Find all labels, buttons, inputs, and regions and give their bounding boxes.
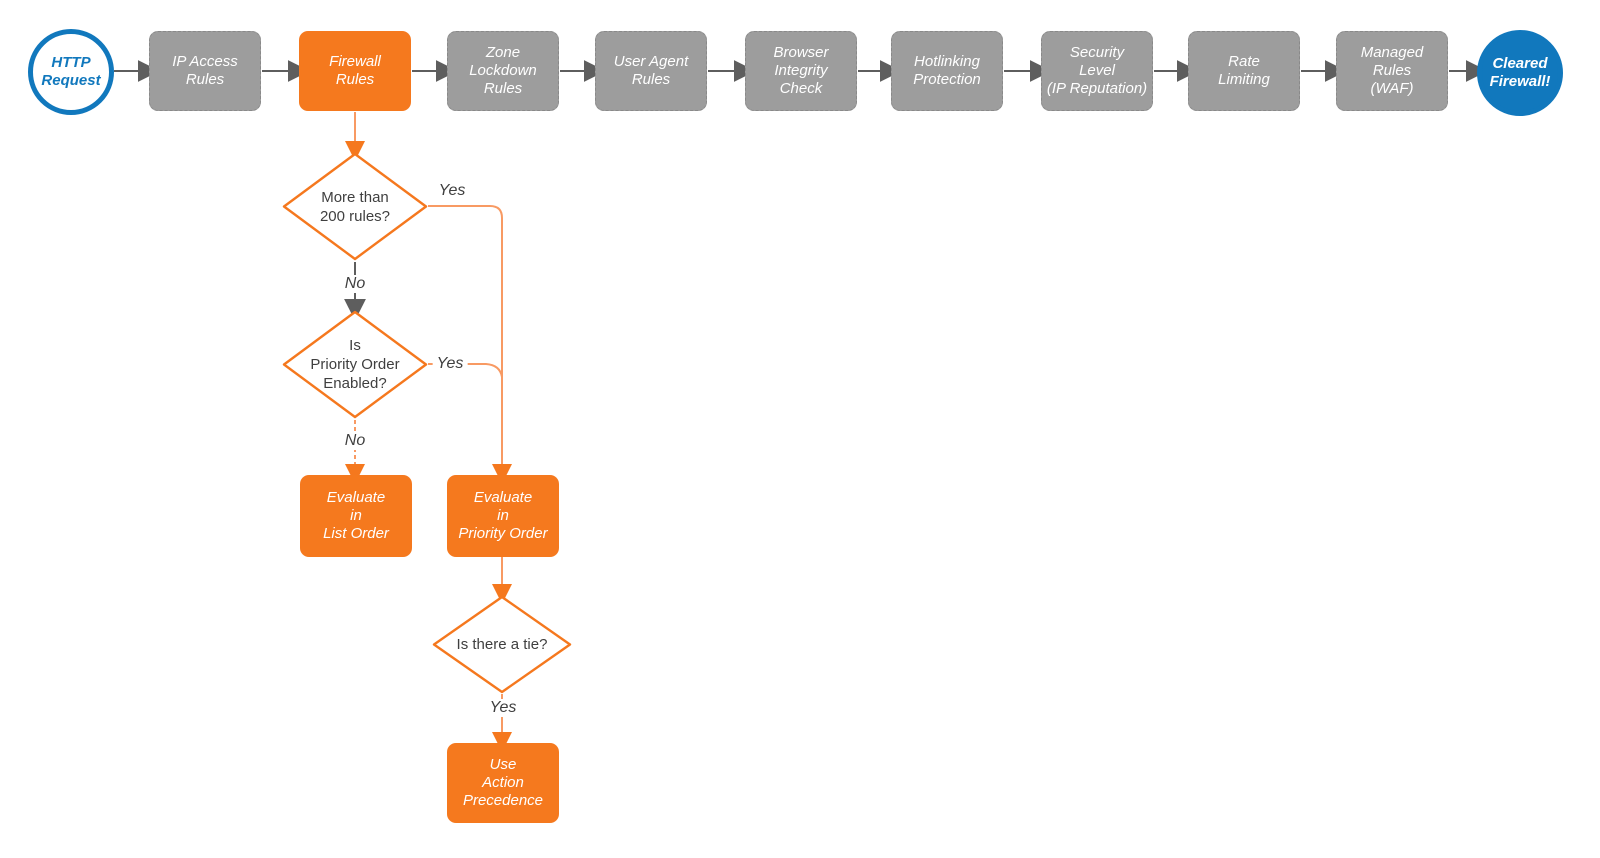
diamond-shape (432, 595, 572, 694)
node-evaluate-in-priority-order-label: Evaluate in Priority Order (458, 489, 548, 542)
node-browser-integrity-check-label: Browser Integrity Check (773, 44, 829, 97)
node-managed-rules-waf: Managed Rules (WAF) (1336, 31, 1448, 111)
node-managed-rules-waf-label: Managed Rules (WAF) (1360, 44, 1424, 97)
node-evaluate-in-priority-order: Evaluate in Priority Order (447, 475, 559, 557)
edge-label-decision2-yes: Yes (432, 355, 468, 373)
node-firewall-rules-label: Firewall Rules (329, 53, 381, 88)
edge-label-decision1-no: No (340, 275, 370, 293)
decision-priority-order-enabled: Is Priority Order Enabled? (282, 310, 428, 419)
edge-decision1-yes (428, 205, 512, 484)
node-use-action-precedence-label: Use Action Precedence (462, 756, 544, 809)
diamond-shape (282, 152, 428, 261)
edge-label-decision1-yes: Yes (434, 182, 470, 200)
node-browser-integrity-check: Browser Integrity Check (745, 31, 857, 111)
node-zone-lockdown-rules: Zone Lockdown Rules (447, 31, 559, 111)
node-user-agent-rules-label: User Agent Rules (613, 53, 689, 88)
decision-more-than-200-rules-label: More than 200 rules? (319, 188, 391, 225)
decision-is-there-a-tie-label: Is there a tie? (456, 636, 548, 653)
node-hotlinking-protection-label: Hotlinking Protection (913, 53, 981, 88)
node-user-agent-rules: User Agent Rules (595, 31, 707, 111)
node-cleared-firewall-label: Cleared Firewall! (1489, 55, 1551, 90)
node-http-request: HTTP Request (28, 29, 114, 115)
node-ip-access-rules: IP Access Rules (149, 31, 261, 111)
node-zone-lockdown-rules-label: Zone Lockdown Rules (469, 44, 537, 97)
node-hotlinking-protection: Hotlinking Protection (891, 31, 1003, 111)
diamond-shape (282, 310, 428, 419)
edge-label-decision3-yes: Yes (485, 699, 521, 717)
node-rate-limiting-label: Rate Limiting (1218, 53, 1270, 88)
decision-priority-order-enabled-label: Is Priority Order Enabled? (310, 337, 400, 392)
edge-label-decision2-no: No (340, 432, 370, 450)
node-security-level: Security Level (IP Reputation) (1041, 31, 1153, 111)
node-http-request-label: HTTP Request (41, 54, 101, 89)
node-security-level-label: Security Level (IP Reputation) (1046, 44, 1148, 97)
node-rate-limiting: Rate Limiting (1188, 31, 1300, 111)
node-use-action-precedence: Use Action Precedence (447, 743, 559, 823)
node-cleared-firewall: Cleared Firewall! (1477, 30, 1563, 116)
decision-more-than-200-rules: More than 200 rules? (282, 152, 428, 261)
node-evaluate-in-list-order-label: Evaluate in List Order (323, 489, 389, 542)
decision-is-there-a-tie: Is there a tie? (432, 595, 572, 694)
edge-decision2-yes (428, 363, 503, 378)
node-ip-access-rules-label: IP Access Rules (172, 53, 238, 88)
node-evaluate-in-list-order: Evaluate in List Order (300, 475, 412, 557)
node-firewall-rules: Firewall Rules (299, 31, 411, 111)
